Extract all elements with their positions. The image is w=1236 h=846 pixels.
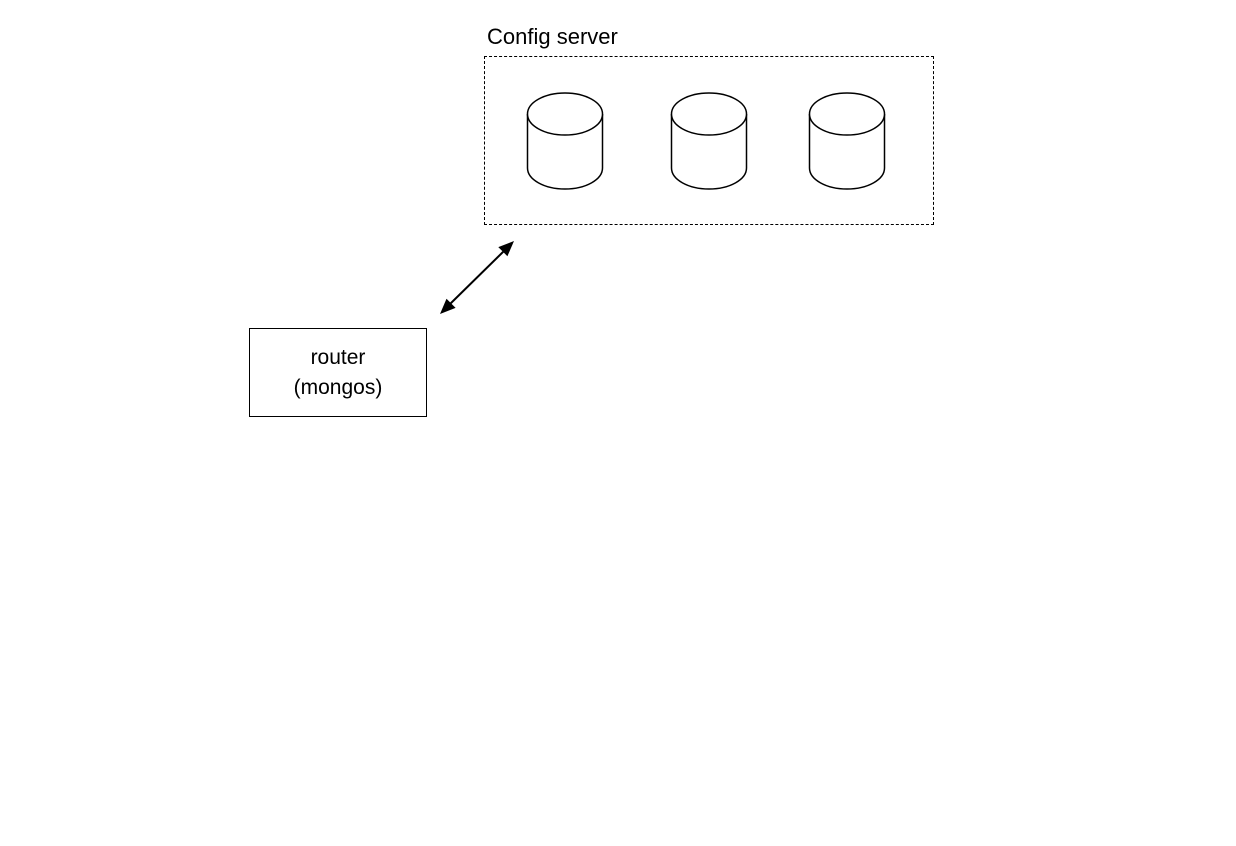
config-server-label: Config server (487, 24, 618, 49)
config-server-group[interactable] (484, 56, 934, 225)
router-sublabel: (mongos) (293, 375, 383, 399)
config-server-node-2-database-icon[interactable] (670, 92, 748, 192)
database-icon (526, 92, 604, 190)
router-node[interactable]: router (mongos) (249, 328, 427, 417)
arrowhead-router-end (440, 298, 456, 314)
config-server-node-1-database-icon[interactable] (526, 92, 604, 192)
database-icon (808, 92, 886, 190)
router-label: router (310, 345, 366, 369)
config-server-node-3-database-icon[interactable] (808, 92, 886, 192)
database-icon (670, 92, 748, 190)
arrowhead-config-end (498, 241, 514, 257)
